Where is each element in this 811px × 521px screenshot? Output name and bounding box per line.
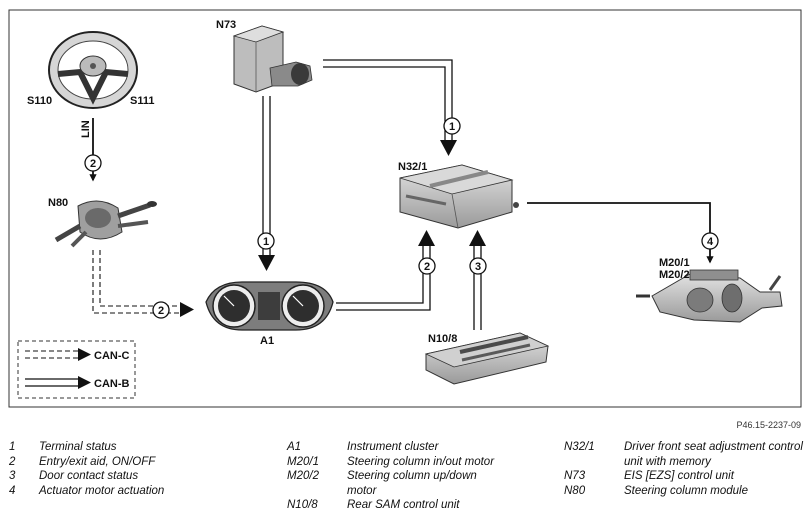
legend-key: 3 <box>9 470 16 482</box>
legend-text: Steering column module <box>624 484 749 497</box>
legend-units-b: N32/1 Driver front seat adjustment contro… <box>564 440 804 498</box>
legend-item: 1 Terminal status <box>9 440 164 455</box>
label-m20-2: M20/2 <box>659 269 690 281</box>
label-n10-8: N10/8 <box>428 333 457 345</box>
legend-text: EIS [EZS] control unit <box>624 470 734 482</box>
svg-text:1: 1 <box>263 236 269 248</box>
legend-key: N10/8 <box>287 499 318 511</box>
legend-key: 4 <box>9 484 16 497</box>
legend-key: M20/1 <box>287 455 319 468</box>
legend-item: M20/2 Steering column up/down motor <box>287 469 512 498</box>
legend-text: Steering column in/out motor <box>347 455 495 468</box>
legend-key: A1 <box>287 441 302 453</box>
n10-8-sam-component <box>424 332 550 385</box>
bus-legend-box: CAN-C CAN-B <box>17 340 136 399</box>
svg-text:3: 3 <box>475 261 481 273</box>
label-a1: A1 <box>260 335 274 347</box>
connection-marker-n10-n32: 3 <box>469 257 487 275</box>
legend-text: Entry/exit aid, ON/OFF <box>39 455 156 468</box>
legend-text: Rear SAM control unit <box>347 499 460 511</box>
svg-text:4: 4 <box>707 236 714 248</box>
n73-eis-component <box>232 25 313 93</box>
label-s111: S111 <box>130 95 154 107</box>
legend-item: A1 Instrument cluster <box>287 440 527 455</box>
a1-instrument-cluster-component <box>205 281 334 331</box>
svg-text:2: 2 <box>424 261 430 273</box>
legend-item: M20/1 Steering column in/out motor <box>287 455 527 470</box>
connection-marker-n73-a1: 1 <box>257 232 275 250</box>
connection-marker-a1-n32: 2 <box>418 257 436 275</box>
label-n32-1: N32/1 <box>398 161 427 173</box>
m20-motors-component <box>636 269 783 323</box>
label-n73: N73 <box>216 19 236 31</box>
label-n80: N80 <box>48 197 68 209</box>
connection-marker-n80-a1: 2 <box>152 301 170 319</box>
legend-key: 1 <box>9 441 16 453</box>
diagram-frame <box>8 9 802 408</box>
link-n10-n32 <box>469 230 486 330</box>
legend-item: N80 Steering column module <box>564 484 804 499</box>
label-lin: LIN <box>80 120 92 138</box>
n80-column-module-component <box>54 200 157 248</box>
legend-item: 2 Entry/exit aid, ON/OFF <box>9 455 164 470</box>
label-s110: S110 <box>27 95 52 107</box>
legend-text: Instrument cluster <box>347 441 439 453</box>
legend-key: M20/2 <box>287 470 319 482</box>
svg-text:2: 2 <box>90 158 96 170</box>
legend-item: N32/1 Driver front seat adjustment contro… <box>564 440 804 469</box>
label-m20-1: M20/1 <box>659 257 690 269</box>
legend-text: Steering column up/down motor <box>347 470 477 497</box>
legend-item: N10/8 Rear SAM control unit <box>287 498 527 513</box>
legend-item: 3 Door contact status <box>9 469 164 484</box>
link-n73-a1 <box>258 96 275 271</box>
legend-can-b: CAN-B <box>94 378 129 390</box>
connection-marker-n73-n32: 1 <box>443 117 461 135</box>
legend-key: N80 <box>564 484 586 497</box>
n32-1-seat-unit-component <box>399 164 519 229</box>
legend-text: Driver front seat adjustment control uni… <box>624 441 803 468</box>
link-n73-n32 <box>323 59 457 156</box>
legend-item: 4 Actuator motor actuation <box>9 484 164 499</box>
legend-text: Terminal status <box>39 441 117 453</box>
legend-can-c: CAN-C <box>94 350 129 362</box>
svg-text:2: 2 <box>158 305 164 317</box>
legend-key: N32/1 <box>564 441 595 453</box>
legend-text: Actuator motor actuation <box>39 484 165 497</box>
link-n32-m20 <box>527 202 714 264</box>
figure-reference: P46.15-2237-09 <box>736 420 801 430</box>
legend-key: 2 <box>9 455 16 468</box>
legend-text: Door contact status <box>39 470 139 482</box>
link-n80-a1-arrowhead <box>180 302 194 317</box>
legend-item: N73 EIS [EZS] control unit <box>564 469 804 484</box>
svg-text:1: 1 <box>449 121 455 133</box>
connection-marker-lin: 2 <box>84 154 102 172</box>
steering-wheel-component <box>48 31 138 109</box>
legend-signals: 1 Terminal status 2 Entry/exit aid, ON/OFF… <box>9 440 164 498</box>
legend-key: N73 <box>564 470 586 482</box>
connection-marker-n32-m20: 4 <box>701 232 719 250</box>
link-n80-a1 <box>92 250 180 314</box>
